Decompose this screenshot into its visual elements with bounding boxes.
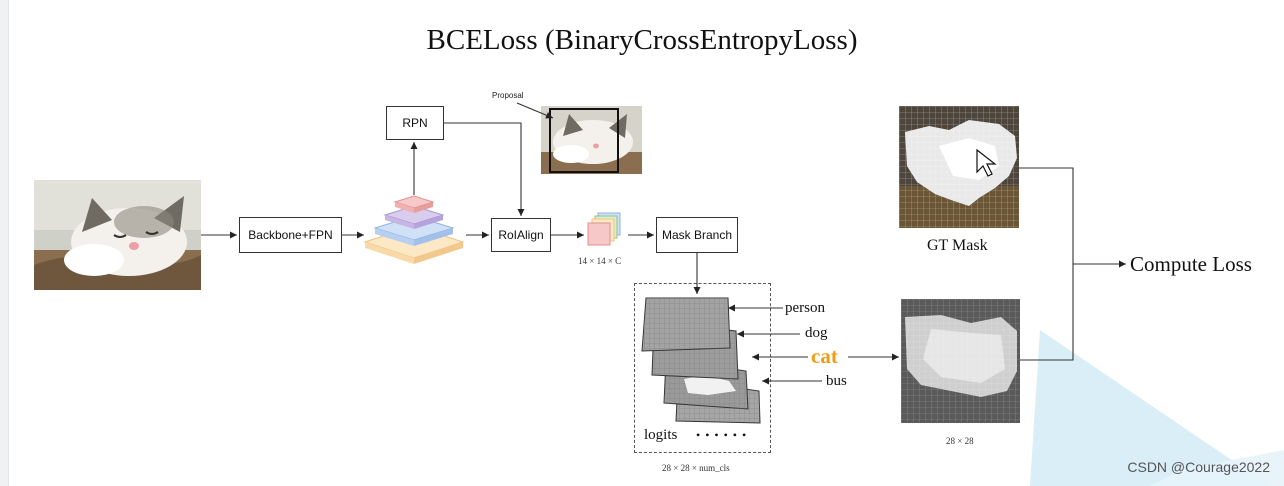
left-panel-edge — [0, 0, 9, 486]
mask-branch-node: Mask Branch — [656, 217, 738, 253]
roi-feature-cube — [587, 212, 621, 246]
gt-mask-label: GT Mask — [927, 237, 988, 254]
proposal-label: Proposal — [492, 91, 524, 100]
class-label-person: person — [785, 300, 825, 316]
proposal-image — [541, 106, 642, 174]
roialign-node: RoIAlign — [491, 218, 551, 252]
arrow-rpn-to-roialign — [444, 122, 525, 216]
line-pred-to-loss — [1020, 264, 1074, 361]
gt-mask-image — [899, 106, 1019, 228]
predicted-mask-image — [901, 299, 1020, 423]
decor-triangle — [1030, 330, 1270, 486]
class-label-bus: bus — [826, 373, 847, 389]
backbone-fpn-node: Backbone+FPN — [239, 217, 342, 253]
rpn-node: RPN — [386, 106, 444, 140]
logit-layer-person — [641, 297, 731, 352]
logits-size-label: 28 × 28 × num_cls — [662, 463, 730, 473]
fpn-pyramid — [363, 195, 465, 264]
input-image — [34, 180, 201, 290]
pred-size-label: 28 × 28 — [946, 436, 974, 446]
ellipsis-dots: • • • • • • — [696, 428, 748, 442]
page-title: BCELoss (BinaryCrossEntropyLoss) — [426, 24, 858, 56]
proposal-box — [549, 108, 619, 173]
class-label-dog: dog — [805, 325, 828, 341]
compute-loss-label: Compute Loss — [1130, 252, 1252, 276]
proposal-pointer — [516, 102, 554, 119]
line-gt-to-loss — [1019, 167, 1074, 264]
logits-stack — [641, 297, 761, 424]
logits-label: logits — [644, 427, 678, 443]
feature-size-label: 14 × 14 × C — [578, 256, 622, 266]
logits-container — [634, 283, 771, 453]
class-label-cat: cat — [811, 344, 838, 368]
watermark: CSDN @Courage2022 — [1127, 459, 1270, 475]
